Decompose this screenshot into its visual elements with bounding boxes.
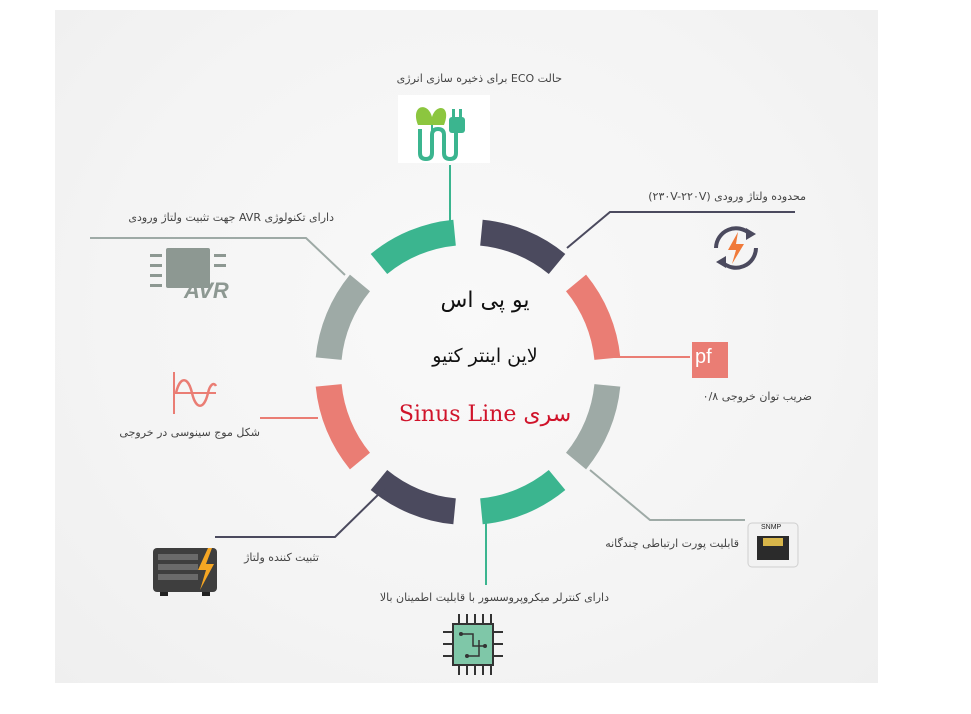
eco-plant-plug-icon: [398, 95, 490, 163]
snmp-port-icon: SNMP: [747, 522, 799, 568]
stabilizer-device-icon: [152, 542, 218, 596]
ring-segment-sine: [315, 383, 371, 470]
connector-lines: [90, 165, 795, 585]
connector-avr: [90, 237, 346, 276]
pf-icon-text: pf: [695, 346, 712, 368]
ring-segment-micro: [479, 469, 566, 525]
ring-segment-snmp: [565, 383, 621, 470]
voltage-cycle-icon: [702, 220, 770, 276]
power-factor-icon: pf: [692, 342, 728, 378]
label-snmp: قابلیت پورت ارتباطی چندگانه: [605, 537, 739, 550]
avr-chip-icon: AVR: [150, 248, 238, 304]
label-voltage-range: محدوده ولتاژ ورودی (۲۳۰V-۲۲۰V): [648, 190, 806, 203]
label-eco: حالت ECO برای ذخیره سازی انرژی: [396, 72, 562, 85]
ring-segment-pf: [565, 274, 621, 361]
microprocessor-chip-icon: [443, 612, 503, 677]
label-sine-wave: شکل موج سینوسی در خروجی: [119, 426, 260, 439]
connector-snmp: [589, 469, 745, 521]
label-stabilizer: تثبیت کننده ولتاژ: [244, 551, 319, 564]
ring-segment-avr: [315, 274, 371, 361]
label-microprocessor: دارای کنترلر میکروپروسسور با قابلیت اطمی…: [379, 591, 609, 604]
label-power-factor: ضریب توان خروجی ۰/۸: [702, 390, 812, 403]
center-title-line-interactive: لاین اینتر کتیو: [432, 345, 538, 367]
center-title-series: سری Sinus Line: [398, 402, 572, 427]
ring-segment-voltage: [479, 219, 566, 275]
connector-voltage: [566, 211, 795, 249]
avr-icon-text: AVR: [184, 278, 229, 303]
label-avr: دارای تکنولوژی AVR جهت تثبیت ولتاژ ورودی: [128, 211, 334, 224]
sine-wave-icon: [168, 368, 218, 418]
snmp-icon-text: SNMP: [761, 524, 782, 531]
feature-ring: [315, 219, 621, 525]
ring-segment-eco: [370, 219, 457, 275]
center-title-ups: یو پی اس: [440, 288, 530, 313]
ring-segment-stabilizer: [370, 469, 457, 525]
connector-stabilizer: [215, 487, 386, 538]
